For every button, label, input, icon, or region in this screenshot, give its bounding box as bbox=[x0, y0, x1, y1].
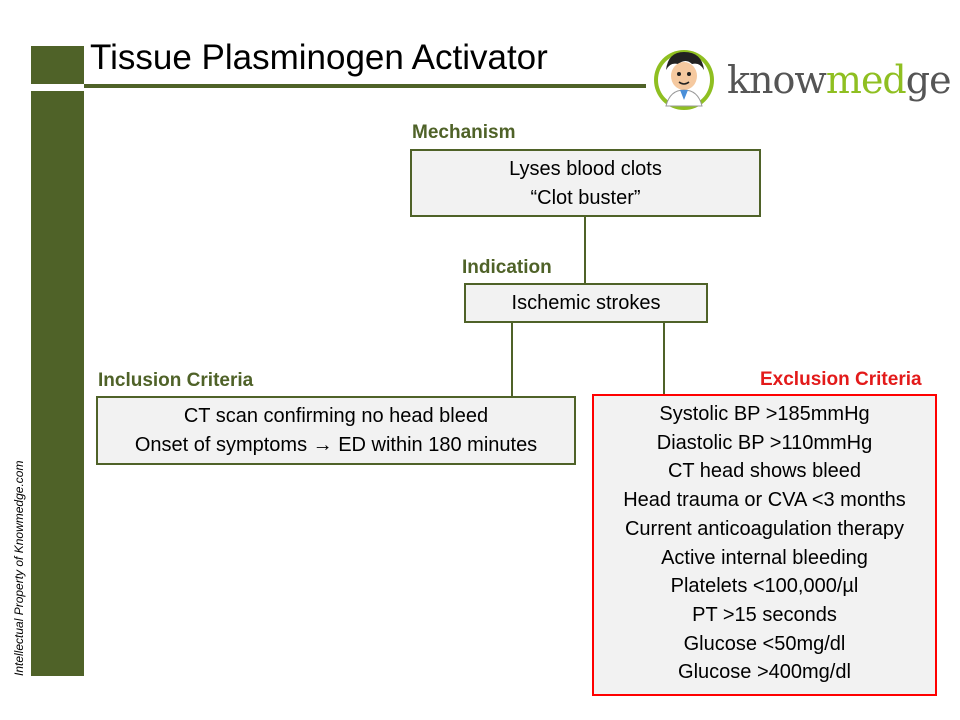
exclusion-line: Diastolic BP >110mmHg bbox=[656, 431, 873, 454]
indication-line: Ischemic strokes bbox=[511, 292, 661, 314]
page-title: Tissue Plasminogen Activator bbox=[90, 38, 548, 77]
brand-text-ge: ge bbox=[905, 58, 952, 102]
mechanism-line: Lyses blood clots bbox=[509, 158, 662, 180]
exclusion-line: Head trauma or CVA <3 months bbox=[623, 489, 906, 512]
brand-text-know: know bbox=[727, 58, 827, 102]
inclusion-label: Inclusion Criteria bbox=[98, 370, 254, 391]
connector-indication-exclusion bbox=[663, 323, 665, 394]
connector-mechanism-indication bbox=[584, 217, 586, 283]
title-underline bbox=[84, 84, 646, 88]
brand-text-med: med bbox=[825, 58, 907, 102]
exclusion-line: CT head shows bleed bbox=[667, 460, 862, 483]
brand-logo-text: knowmedge bbox=[727, 58, 952, 102]
exclusion-line: Active internal bleeding bbox=[661, 546, 868, 569]
exclusion-label: Exclusion Criteria bbox=[760, 369, 922, 390]
watermark-text: Intellectual Property of Knowmedge.com bbox=[12, 460, 26, 676]
indication-label: Indication bbox=[462, 257, 552, 278]
sidebar-accent-bar bbox=[31, 91, 84, 676]
sidebar-accent-top bbox=[31, 46, 84, 84]
mechanism-box: Lyses blood clots “Clot buster” bbox=[410, 149, 761, 217]
inclusion-box: CT scan confirming no head bleed Onset o… bbox=[96, 396, 576, 465]
connector-indication-inclusion bbox=[511, 323, 513, 396]
inclusion-line: Onset of symptoms → ED within 180 minute… bbox=[134, 434, 538, 456]
exclusion-line: Glucose >400mg/dl bbox=[678, 661, 851, 684]
mechanism-line: “Clot buster” bbox=[530, 187, 641, 209]
exclusion-line: Systolic BP >185mmHg bbox=[659, 403, 870, 425]
exclusion-line: PT >15 seconds bbox=[692, 603, 837, 626]
indication-box: Ischemic strokes bbox=[464, 283, 708, 323]
mechanism-label: Mechanism bbox=[412, 122, 516, 143]
exclusion-box: Systolic BP >185mmHg Diastolic BP >110mm… bbox=[592, 394, 937, 696]
inclusion-line: CT scan confirming no head bleed bbox=[183, 405, 489, 427]
exclusion-line: Glucose <50mg/dl bbox=[683, 632, 846, 655]
doctor-mascot-icon bbox=[654, 50, 714, 110]
exclusion-line: Current anticoagulation therapy bbox=[624, 517, 905, 540]
exclusion-line: Platelets <100,000/µl bbox=[670, 575, 859, 598]
